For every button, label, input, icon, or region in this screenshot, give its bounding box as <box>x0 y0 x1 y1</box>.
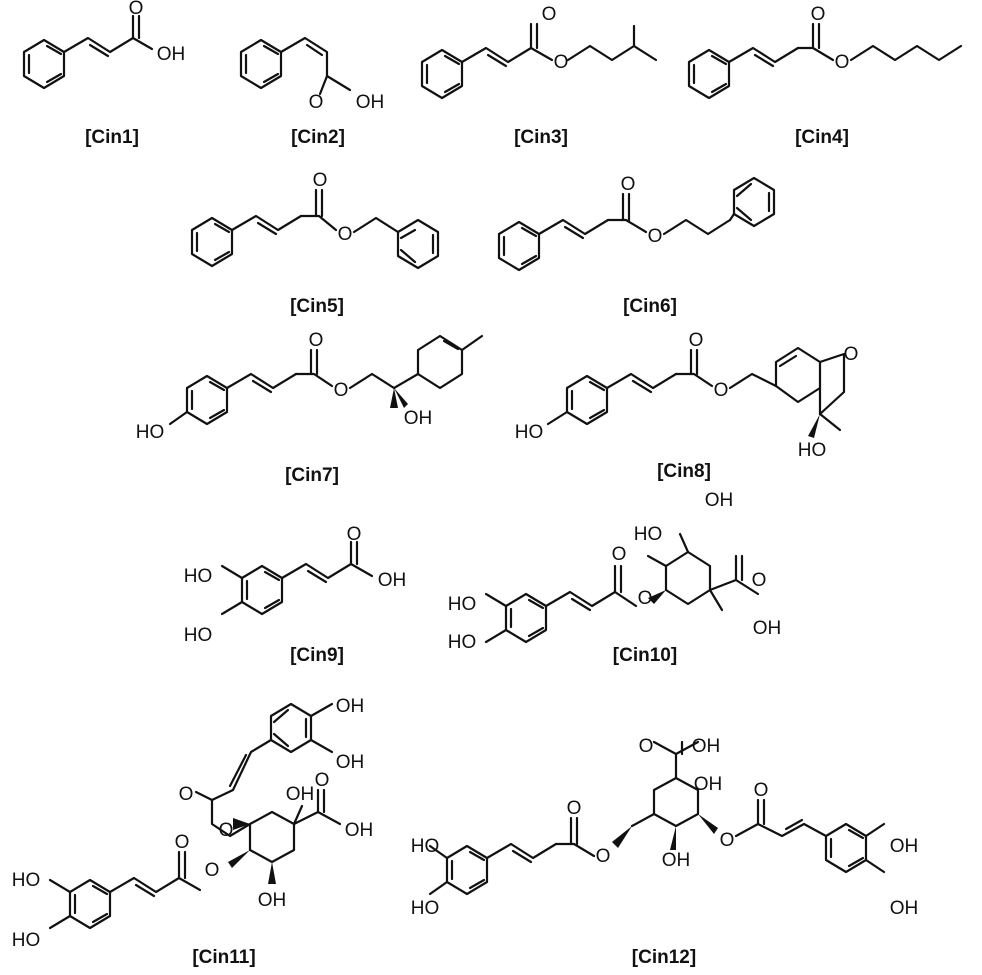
atom-o: O <box>554 52 569 73</box>
atom-o: O <box>639 736 654 757</box>
label-cin6: [Cin6] <box>623 296 677 317</box>
atom-oh: OH <box>890 898 919 919</box>
atom-ho: HO <box>184 625 213 646</box>
atom-oh: OH <box>336 696 365 717</box>
atom-ho: HO <box>411 898 440 919</box>
atom-o: O <box>205 860 220 881</box>
atom-o: O <box>638 588 653 609</box>
label-cin10: [Cin10] <box>613 645 677 666</box>
atom-o: O <box>129 0 144 19</box>
structure-cin9: HO HO O OH <box>184 524 407 646</box>
structure-cin8: HO O O O HO <box>515 330 859 461</box>
atom-o: O <box>315 770 330 791</box>
structure-cin10: HO HO O O OH HO O OH <box>448 490 782 653</box>
atom-o: O <box>835 52 850 73</box>
label-cin2: [Cin2] <box>291 127 345 148</box>
atom-ho: HO <box>184 566 213 587</box>
atom-o: O <box>542 4 557 25</box>
structure-cin6: O O <box>497 174 776 272</box>
atom-o: O <box>309 330 324 351</box>
atom-oh: OH <box>694 774 723 795</box>
atom-o: O <box>720 830 735 851</box>
atom-o: O <box>334 380 349 401</box>
atom-oh: OH <box>258 890 287 911</box>
atom-o: O <box>567 798 582 819</box>
atom-oh: OH <box>157 44 186 65</box>
atom-o: O <box>175 832 190 853</box>
structure-cin3: O O <box>420 4 658 100</box>
label-cin4: [Cin4] <box>795 127 849 148</box>
atom-oh: OH <box>705 490 734 511</box>
atom-o: O <box>612 544 627 565</box>
atom-ho: HO <box>411 836 440 857</box>
atom-o: O <box>648 226 663 247</box>
atom-ho: HO <box>634 524 663 545</box>
label-cin7: [Cin7] <box>285 465 339 486</box>
atom-oh: OH <box>753 618 782 639</box>
atom-ho: HO <box>448 632 477 653</box>
structure-cin5: O O <box>190 170 440 270</box>
structure-cin7: HO O O OH <box>136 330 484 443</box>
structure-cin1: O OH <box>22 0 186 90</box>
atom-o: O <box>313 170 328 191</box>
structure-cin11: OH OH O O OH O OH O OH HO HO O <box>12 696 374 951</box>
atom-o: O <box>338 224 353 245</box>
label-cin12: [Cin12] <box>632 947 696 968</box>
atom-o: O <box>844 344 859 365</box>
atom-o: O <box>714 380 729 401</box>
atom-ho: HO <box>12 930 41 951</box>
atom-ho: HO <box>798 440 827 461</box>
label-cin1: [Cin1] <box>85 127 139 148</box>
structure-cin2: O OH <box>239 36 385 113</box>
atom-o: O <box>752 570 767 591</box>
atom-ho: HO <box>448 594 477 615</box>
label-cin8: [Cin8] <box>657 461 711 482</box>
atom-oh: OH <box>404 408 433 429</box>
atom-oh: OH <box>692 736 721 757</box>
atom-o: O <box>219 820 234 841</box>
label-cin9: [Cin9] <box>290 645 344 666</box>
label-cin11: [Cin11] <box>192 947 255 968</box>
atom-oh: OH <box>378 570 407 591</box>
atom-o: O <box>309 92 324 113</box>
atom-oh: OH <box>336 752 365 773</box>
label-cin3: [Cin3] <box>514 127 568 148</box>
atom-o: O <box>621 174 636 195</box>
atom-oh: OH <box>890 836 919 857</box>
atom-ho: HO <box>12 870 41 891</box>
atom-oh: OH <box>286 784 315 805</box>
atom-o: O <box>754 780 769 801</box>
atom-o: O <box>179 784 194 805</box>
atom-o: O <box>596 846 611 867</box>
atom-o: O <box>811 4 826 25</box>
atom-ho: HO <box>515 422 544 443</box>
atom-oh: OH <box>356 92 385 113</box>
atom-oh: OH <box>345 820 374 841</box>
structure-cin4: O O <box>687 4 963 100</box>
atom-ho: HO <box>136 422 165 443</box>
label-cin5: [Cin5] <box>290 296 344 317</box>
atom-o: O <box>689 330 704 351</box>
structure-cin12: O OH OH HO HO O O OH O O OH OH <box>411 736 919 919</box>
atom-oh: OH <box>662 850 691 871</box>
atom-o: O <box>347 524 362 545</box>
